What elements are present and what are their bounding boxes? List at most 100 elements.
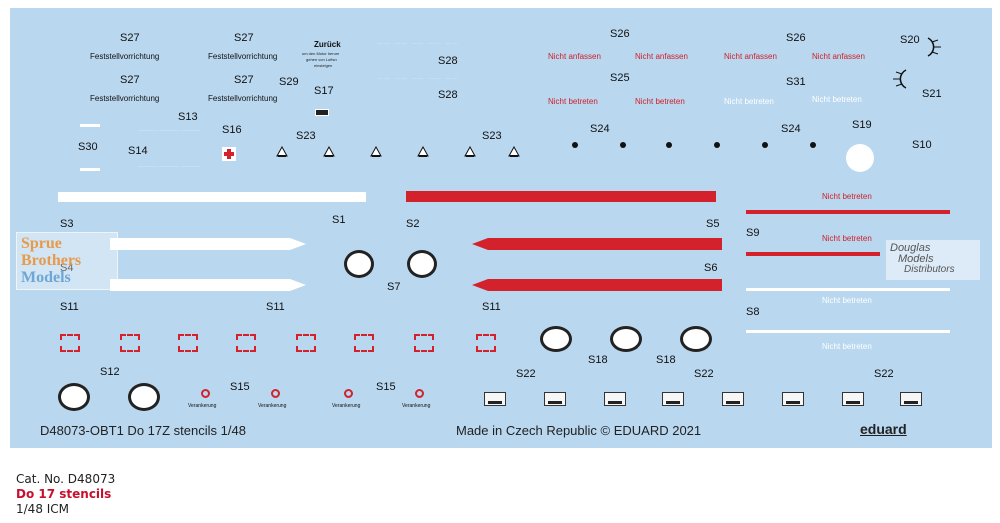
- s19-white-disc: [846, 144, 874, 172]
- s24-dot: [714, 142, 720, 148]
- stencil-verankerung: Verankerung: [402, 403, 431, 409]
- schmierst-oval: [610, 326, 642, 352]
- warning-triangle-icon: [276, 146, 288, 157]
- watermark-line: Models: [898, 253, 934, 265]
- code-s4: S4: [60, 262, 74, 274]
- code-s28: S28: [438, 55, 458, 67]
- schmierst-oval: [680, 326, 712, 352]
- code-s26: S26: [786, 32, 806, 44]
- jack-point-plate: [722, 392, 744, 406]
- jack-point-plate: [842, 392, 864, 406]
- stencil-verankerung: Verankerung: [258, 403, 287, 409]
- code-s24: S24: [781, 123, 801, 135]
- code-s11: S11: [482, 301, 501, 313]
- product-scale: 1/48 ICM: [16, 502, 70, 516]
- code-s22: S22: [516, 368, 536, 380]
- stencil-nicht-betreten: Nicht betreten: [822, 192, 872, 201]
- code-s7: S7: [387, 281, 401, 293]
- code-s31: S31: [786, 76, 806, 88]
- white-stripe: [58, 192, 366, 202]
- s30-white-bar: [80, 124, 100, 127]
- lift-point-box: [178, 334, 198, 352]
- eduard-logo: eduard: [860, 421, 907, 437]
- s24-dot: [762, 142, 768, 148]
- code-s27: S27: [120, 32, 140, 44]
- anchor-ring: [344, 389, 353, 398]
- s17-decal: [315, 109, 329, 116]
- anchor-ring: [415, 389, 424, 398]
- stencil-feststellvorrichtung: Feststellvorrichtung: [90, 52, 160, 61]
- code-s19: S19: [852, 119, 872, 131]
- stencil-feststellvorrichtung: Feststellvorrichtung: [208, 52, 278, 61]
- code-s6: S6: [704, 262, 718, 274]
- lift-point-box: [296, 334, 316, 352]
- code-s29: S29: [279, 76, 299, 88]
- product-title: Do 17 stencils: [16, 487, 112, 501]
- schmierst-oval: [128, 383, 160, 411]
- code-s27: S27: [234, 32, 254, 44]
- s24-dot: [572, 142, 578, 148]
- s30-white-bar: [80, 168, 100, 171]
- code-s27: S27: [120, 74, 140, 86]
- code-s2: S2: [406, 218, 420, 230]
- code-s17: S17: [314, 85, 334, 97]
- white-line: [746, 288, 950, 291]
- stencil-verankerung: Verankerung: [332, 403, 361, 409]
- stencil-zurueck-line: einsteigen: [314, 63, 333, 68]
- schmierst-oval: [407, 250, 437, 278]
- schmierst-oval: [540, 326, 572, 352]
- code-s25: S25: [610, 72, 630, 84]
- stencil-nicht-anfassen: Nicht anfassen: [548, 52, 601, 61]
- red-stripe: [406, 191, 716, 202]
- lift-point-box: [60, 334, 80, 352]
- code-s30: S30: [78, 141, 98, 153]
- stencil-verankerung: Verankerung: [188, 403, 217, 409]
- anchor-ring: [271, 389, 280, 398]
- code-s15: S15: [376, 381, 396, 393]
- gauge-arc-icon: [893, 69, 907, 89]
- code-s22: S22: [874, 368, 894, 380]
- jack-point-plate: [782, 392, 804, 406]
- jack-point-plate: [900, 392, 922, 406]
- stencil-nicht-betreten: Nicht betreten: [548, 97, 598, 106]
- code-s11: S11: [60, 301, 79, 313]
- code-s18: S18: [656, 354, 676, 366]
- code-s18: S18: [588, 354, 608, 366]
- code-s3: S3: [60, 218, 74, 230]
- douglas-models-watermark: Douglas Models Distributors: [886, 240, 980, 280]
- code-s14: S14: [128, 145, 148, 157]
- stencil-feststellvorrichtung: Feststellvorrichtung: [208, 94, 278, 103]
- stencil-nicht-betreten-white: Nicht betreten: [812, 95, 862, 104]
- stencil-feststellvorrichtung: Feststellvorrichtung: [90, 94, 160, 103]
- stencil-zurueck-line: gehen von Luftsn: [306, 57, 337, 62]
- stencil-nicht-betreten: Nicht betreten: [822, 234, 872, 243]
- code-s26: S26: [610, 28, 630, 40]
- white-arrow-stripe: [110, 238, 306, 250]
- watermark-line: Douglas: [890, 242, 931, 254]
- red-arrow-stripe: [472, 279, 722, 291]
- code-s5: S5: [706, 218, 720, 230]
- warning-triangle-icon: [323, 146, 335, 157]
- watermark-line: Models: [21, 269, 71, 286]
- s24-dot: [666, 142, 672, 148]
- faint-marks: ———— ———— ————: [138, 164, 201, 170]
- code-s9: S9: [746, 227, 760, 239]
- watermark-line: Brothers: [21, 252, 82, 269]
- warning-triangle-icon: [417, 146, 429, 157]
- code-s15: S15: [230, 381, 250, 393]
- warning-triangle-icon: [464, 146, 476, 157]
- faint-marks: — — — — — — — — — —: [378, 76, 458, 82]
- lift-point-box: [236, 334, 256, 352]
- stencil-nicht-betreten-white: Nicht betreten: [822, 296, 872, 305]
- code-s23: S23: [296, 130, 316, 142]
- watermark-line: Sprue: [21, 235, 62, 252]
- jack-point-plate: [662, 392, 684, 406]
- watermark-line: Distributors: [904, 264, 955, 275]
- stencil-nicht-betreten: Nicht betreten: [635, 97, 685, 106]
- red-line: [746, 210, 950, 214]
- catalog-number: Cat. No. D48073: [16, 472, 116, 486]
- sprue-brothers-watermark: Sprue Brothers Models: [16, 232, 118, 290]
- sheet-code: D48073-OBT1 Do 17Z stencils 1/48: [40, 423, 246, 438]
- lift-point-box: [476, 334, 496, 352]
- lift-point-box: [120, 334, 140, 352]
